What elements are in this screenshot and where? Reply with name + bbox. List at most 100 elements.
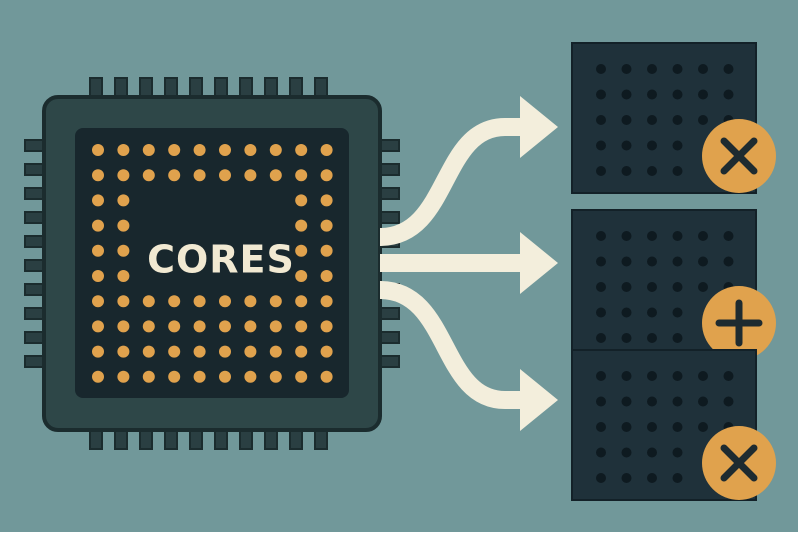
core-dot <box>92 345 104 358</box>
core-dot <box>117 370 130 383</box>
module-dot <box>621 307 632 318</box>
core-dot <box>92 194 104 207</box>
arrow-top-head <box>520 96 558 158</box>
core-dot <box>142 169 155 182</box>
core-dot <box>269 295 282 308</box>
core-dot <box>295 144 308 156</box>
core-dot <box>320 144 333 156</box>
module-dot <box>621 447 632 458</box>
module-dot <box>647 307 657 318</box>
core-dot <box>92 370 104 383</box>
module-dot <box>621 140 632 151</box>
module-dot <box>698 115 708 125</box>
module-dot <box>672 89 683 100</box>
module-dot <box>647 473 657 483</box>
modules <box>571 42 776 501</box>
module-dot <box>596 282 606 292</box>
core-dot <box>269 169 282 182</box>
module-badge <box>702 119 776 193</box>
module-dot <box>596 371 606 381</box>
module-dot <box>647 371 657 381</box>
module-dot <box>647 256 657 267</box>
module-dot <box>672 140 683 151</box>
arrow-top <box>379 96 558 246</box>
plus-icon <box>715 299 763 347</box>
module-dot <box>596 166 606 176</box>
core-dot <box>92 169 104 182</box>
core-dot <box>142 320 155 333</box>
module-dot <box>621 282 632 292</box>
core-dot <box>320 345 333 358</box>
module-dot <box>672 396 683 407</box>
module-dot <box>621 422 632 432</box>
module-dot <box>647 396 657 407</box>
core-dot <box>219 320 231 333</box>
chip-pins-top <box>89 77 328 101</box>
core-dot <box>244 144 257 156</box>
module-dot <box>596 447 606 458</box>
module-dot <box>723 64 734 74</box>
module-dot <box>698 231 708 241</box>
module-dot <box>647 64 657 74</box>
core-dot <box>193 320 206 333</box>
module-dot <box>672 115 683 125</box>
arrow-middle <box>380 232 558 294</box>
core-dot <box>117 295 130 308</box>
core-dot <box>92 295 104 308</box>
core-dot <box>193 370 206 383</box>
module-dot <box>621 371 632 381</box>
module-dot <box>672 333 683 343</box>
core-dot <box>117 244 130 257</box>
arrow-middle-head <box>520 232 558 294</box>
module-dot <box>647 115 657 125</box>
module-dot <box>647 447 657 458</box>
module-dot <box>647 140 657 151</box>
core-dot <box>295 169 308 182</box>
core-dot <box>320 295 333 308</box>
module-dot <box>621 396 632 407</box>
module-dot <box>647 166 657 176</box>
module-dot <box>698 282 708 292</box>
core-dot <box>142 370 155 383</box>
core-dot <box>244 169 257 182</box>
module-dot <box>723 89 734 100</box>
core-dot <box>117 270 130 282</box>
core-dot <box>295 320 308 333</box>
core-dot <box>295 295 308 308</box>
module-dot <box>621 115 632 125</box>
module-dot <box>596 333 606 343</box>
module-dot <box>672 307 683 318</box>
core-dot <box>295 244 308 257</box>
core-dot <box>244 370 257 383</box>
core-dot <box>295 370 308 383</box>
core-dot <box>269 320 282 333</box>
module-dot <box>647 333 657 343</box>
core-dot <box>117 169 130 182</box>
module-dot <box>596 473 606 483</box>
module-dot <box>723 396 734 407</box>
core-dot <box>92 244 104 257</box>
core-dot <box>142 295 155 308</box>
module-dot <box>621 231 632 241</box>
module-dot <box>672 64 683 74</box>
core-dot <box>168 320 181 333</box>
module-dot <box>672 231 683 241</box>
module-dot <box>672 166 683 176</box>
module-dot <box>647 89 657 100</box>
module-dot <box>672 447 683 458</box>
module-dot <box>596 89 606 100</box>
module-dot <box>621 473 632 483</box>
module-dot <box>672 422 683 432</box>
module-dot <box>698 396 708 407</box>
core-dot <box>269 345 282 358</box>
memory-module <box>571 209 776 361</box>
memory-module <box>571 42 776 194</box>
module-dot <box>621 256 632 267</box>
module-dot <box>596 396 606 407</box>
core-dot <box>193 295 206 308</box>
core-dot <box>92 219 104 232</box>
core-dot <box>92 270 104 282</box>
module-dot <box>596 307 606 318</box>
